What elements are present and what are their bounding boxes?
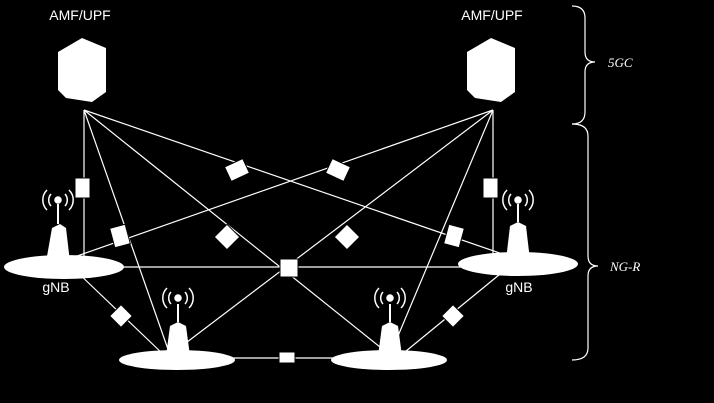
interface-marker bbox=[109, 223, 131, 249]
brace-label-ng-r: NG-R bbox=[609, 259, 640, 274]
interface-marker bbox=[108, 303, 134, 329]
interface-marker bbox=[440, 303, 466, 329]
interface-marker bbox=[333, 223, 361, 251]
interface-marker bbox=[213, 223, 241, 251]
interface-marker bbox=[279, 258, 299, 278]
gnb-label: gNB bbox=[42, 279, 69, 295]
core-node-left: AMF/UPF bbox=[49, 7, 111, 102]
antenna-icon bbox=[162, 287, 194, 309]
gnb-label: gNB bbox=[505, 279, 532, 295]
gnb-left: gNB bbox=[4, 189, 124, 295]
brace-label-5gc: 5GC bbox=[608, 55, 633, 70]
link-right-core-left-gnb bbox=[59, 109, 494, 263]
interface-marker bbox=[223, 157, 251, 183]
antenna-icon bbox=[374, 287, 406, 309]
interface-marker bbox=[443, 223, 465, 249]
interface-marker bbox=[74, 177, 91, 199]
base-station-icon bbox=[331, 350, 447, 370]
server-icon bbox=[467, 38, 515, 102]
antenna-icon bbox=[502, 189, 534, 211]
antenna-icon bbox=[42, 189, 74, 211]
core-node-right: AMF/UPF bbox=[461, 7, 523, 102]
link-right-core-mid-left-gnb bbox=[169, 109, 494, 356]
interface-markers bbox=[74, 157, 499, 364]
core-node-label: AMF/UPF bbox=[461, 7, 522, 23]
core-node-label: AMF/UPF bbox=[49, 7, 110, 23]
interface-marker bbox=[324, 157, 352, 183]
base-station-icon bbox=[119, 350, 235, 370]
base-station-icon bbox=[458, 252, 578, 276]
link-right-core-mid-right-gnb bbox=[389, 109, 494, 356]
link-left-core-mid-right-gnb bbox=[83, 109, 391, 356]
base-station-icon bbox=[4, 255, 124, 279]
interface-marker bbox=[482, 177, 499, 199]
brace-ng-r bbox=[571, 123, 599, 361]
gnb-bottom-right bbox=[331, 287, 447, 370]
server-icon bbox=[58, 38, 106, 102]
gnb-bottom-left bbox=[119, 287, 235, 370]
brace-5gc bbox=[571, 5, 596, 125]
interface-marker bbox=[278, 351, 296, 364]
gnb-right: gNB bbox=[458, 189, 578, 295]
